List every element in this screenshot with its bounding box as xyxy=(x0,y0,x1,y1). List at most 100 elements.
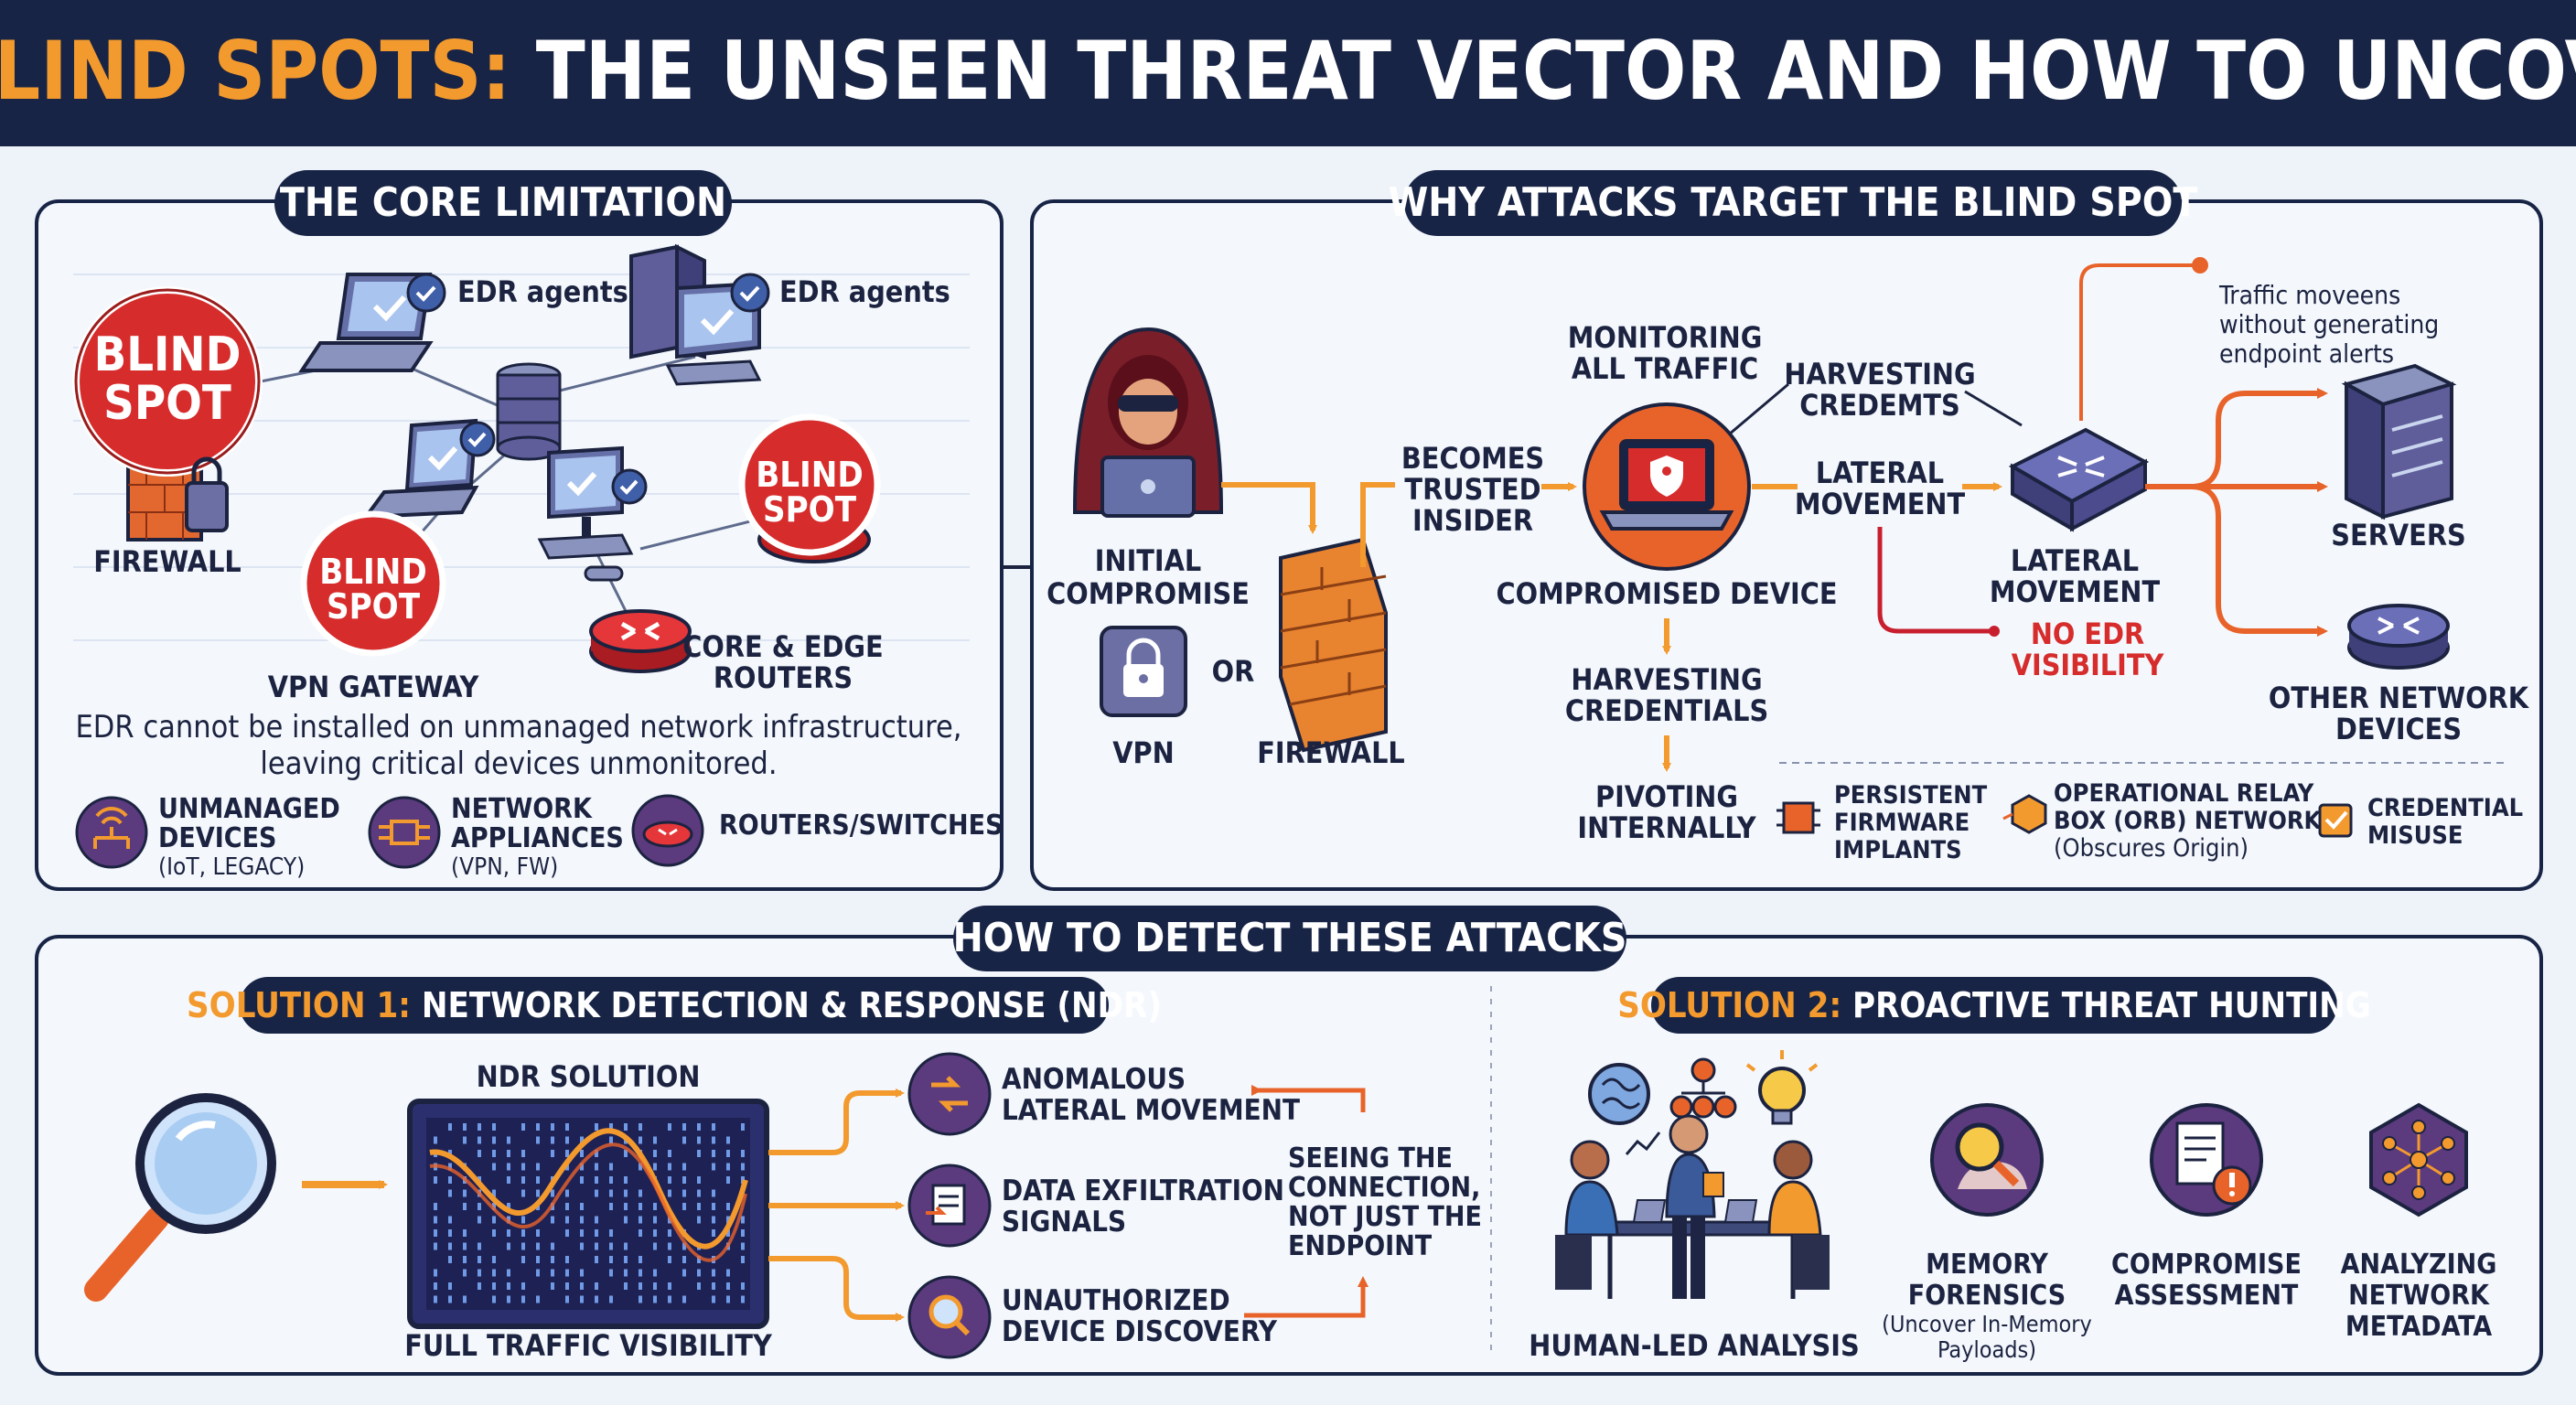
server-icon xyxy=(2341,363,2457,520)
matrix-glyph xyxy=(609,1242,613,1250)
seeing-line-1: SEEING THE xyxy=(1288,1142,1453,1174)
traffic-note-3: endpoint alerts xyxy=(2219,338,2394,369)
core-title: THE CORE LIMITATION xyxy=(280,179,726,226)
matrix-glyph xyxy=(565,1295,569,1303)
check-badge-icon xyxy=(730,273,770,313)
header-bar xyxy=(0,0,2576,146)
vpn-gateway-label: VPN GATEWAY xyxy=(268,670,480,704)
matrix-glyph xyxy=(551,1242,554,1250)
matrix-glyph xyxy=(697,1136,701,1144)
matrix-glyph xyxy=(624,1269,628,1277)
matrix-glyph xyxy=(712,1123,715,1131)
matrix-glyph xyxy=(726,1150,730,1157)
matrix-glyph xyxy=(668,1163,671,1171)
matrix-glyph xyxy=(609,1269,613,1277)
matrix-glyph xyxy=(565,1269,569,1277)
matrix-glyph xyxy=(741,1256,745,1263)
matrix-glyph xyxy=(653,1216,657,1224)
analyzing-line-1: ANALYZING xyxy=(2341,1249,2497,1281)
brain-icon xyxy=(1588,1063,1650,1125)
compromised-label: COMPROMISED DEVICE xyxy=(1496,576,1837,611)
matrix-glyph xyxy=(507,1150,510,1157)
matrix-glyph xyxy=(668,1150,671,1157)
ndr-solution-label: NDR SOLUTION xyxy=(477,1059,701,1094)
matrix-glyph xyxy=(639,1163,642,1171)
matrix-glyph xyxy=(668,1176,671,1184)
matrix-glyph xyxy=(463,1269,467,1277)
matrix-glyph xyxy=(624,1282,628,1290)
chip-icon xyxy=(1776,801,1820,834)
matrix-glyph xyxy=(536,1123,540,1131)
svg-text:ANOMALOUS: ANOMALOUS xyxy=(1002,1063,1186,1096)
svg-text:FIRMWARE: FIRMWARE xyxy=(1834,809,1970,837)
matrix-glyph xyxy=(565,1229,569,1237)
monitor-edr-4 xyxy=(537,445,648,582)
signal-anomalous-lateral: ANOMALOUS LATERAL MOVEMENT xyxy=(907,1052,1300,1136)
svg-text:UNAUTHORIZED: UNAUTHORIZED xyxy=(1002,1284,1230,1317)
matrix-glyph xyxy=(653,1269,657,1277)
matrix-glyph xyxy=(434,1282,437,1290)
memory-line-2: FORENSICS xyxy=(1908,1280,2066,1312)
no-edr-label-2: VISIBILITY xyxy=(2012,648,2165,682)
matrix-glyph xyxy=(551,1123,554,1131)
page-title: EDR BLIND SPOTS: THE UNSEEN THREAT VECTO… xyxy=(0,24,2576,118)
matrix-glyph xyxy=(595,1150,598,1157)
matrix-glyph xyxy=(580,1203,584,1210)
matrix-glyph xyxy=(712,1150,715,1157)
matrix-glyph xyxy=(653,1282,657,1290)
matrix-glyph xyxy=(565,1136,569,1144)
lock-icon xyxy=(185,456,229,532)
becomes-label-3: INSIDER xyxy=(1412,503,1533,538)
matrix-glyph xyxy=(492,1216,496,1224)
matrix-glyph xyxy=(507,1282,510,1290)
svg-text:NETWORK: NETWORK xyxy=(451,793,593,825)
matrix-glyph xyxy=(448,1256,452,1263)
matrix-glyph xyxy=(507,1136,510,1144)
matrix-glyph xyxy=(536,1229,540,1237)
matrix-glyph xyxy=(580,1282,584,1290)
lateral-arrows-icon xyxy=(931,1076,968,1112)
matrix-glyph xyxy=(580,1216,584,1224)
routers-label-1: CORE & EDGE xyxy=(682,629,883,664)
lateral-mid-1: LATERAL xyxy=(1816,456,1944,490)
matrix-glyph xyxy=(609,1123,613,1131)
matrix-glyph xyxy=(741,1282,745,1290)
analyzing-line-3: METADATA xyxy=(2345,1311,2492,1343)
ndr-screen xyxy=(407,1099,769,1329)
matrix-glyph xyxy=(595,1229,598,1237)
matrix-glyph xyxy=(595,1282,598,1290)
matrix-glyph xyxy=(507,1163,510,1171)
core-description-2: leaving critical devices unmonitored. xyxy=(260,745,777,782)
matrix-glyph xyxy=(624,1176,628,1184)
compromise-assessment-icon xyxy=(2150,1103,2263,1217)
matrix-glyph xyxy=(712,1229,715,1237)
matrix-glyph xyxy=(697,1203,701,1210)
matrix-glyph xyxy=(434,1136,437,1144)
matrix-glyph xyxy=(697,1216,701,1224)
svg-text:MISUSE: MISUSE xyxy=(2367,821,2463,850)
compromise-line-2: ASSESSMENT xyxy=(2115,1280,2299,1312)
svg-text:IMPLANTS: IMPLANTS xyxy=(1834,836,1962,864)
full-traffic-label: FULL TRAFFIC VISIBILITY xyxy=(404,1328,773,1363)
network-metadata-icon xyxy=(2369,1102,2468,1217)
matrix-glyph xyxy=(595,1256,598,1263)
matrix-glyph xyxy=(434,1203,437,1210)
lateral-mid-2: MOVEMENT xyxy=(1795,487,1966,521)
matrix-glyph xyxy=(668,1256,671,1263)
matrix-glyph xyxy=(507,1269,510,1277)
traffic-note-2: without generating xyxy=(2219,309,2439,339)
matrix-glyph xyxy=(492,1163,496,1171)
laptop-edr-1 xyxy=(298,273,434,372)
document-icon xyxy=(926,1184,966,1226)
matrix-glyph xyxy=(478,1136,481,1144)
lateral-branches xyxy=(2145,388,2328,637)
svg-text:(Obscures Origin): (Obscures Origin) xyxy=(2054,834,2249,863)
svg-text:SPOT: SPOT xyxy=(327,586,421,627)
connector-harvest-2 xyxy=(1964,390,2023,427)
matrix-glyph xyxy=(682,1176,686,1184)
svg-text:(IoT, LEGACY): (IoT, LEGACY) xyxy=(158,853,305,881)
why-title-pill xyxy=(1404,170,2182,236)
initial-label-2: COMPROMISE xyxy=(1046,576,1250,611)
checkbox-icon xyxy=(2318,803,2353,838)
matrix-glyph xyxy=(463,1123,467,1131)
